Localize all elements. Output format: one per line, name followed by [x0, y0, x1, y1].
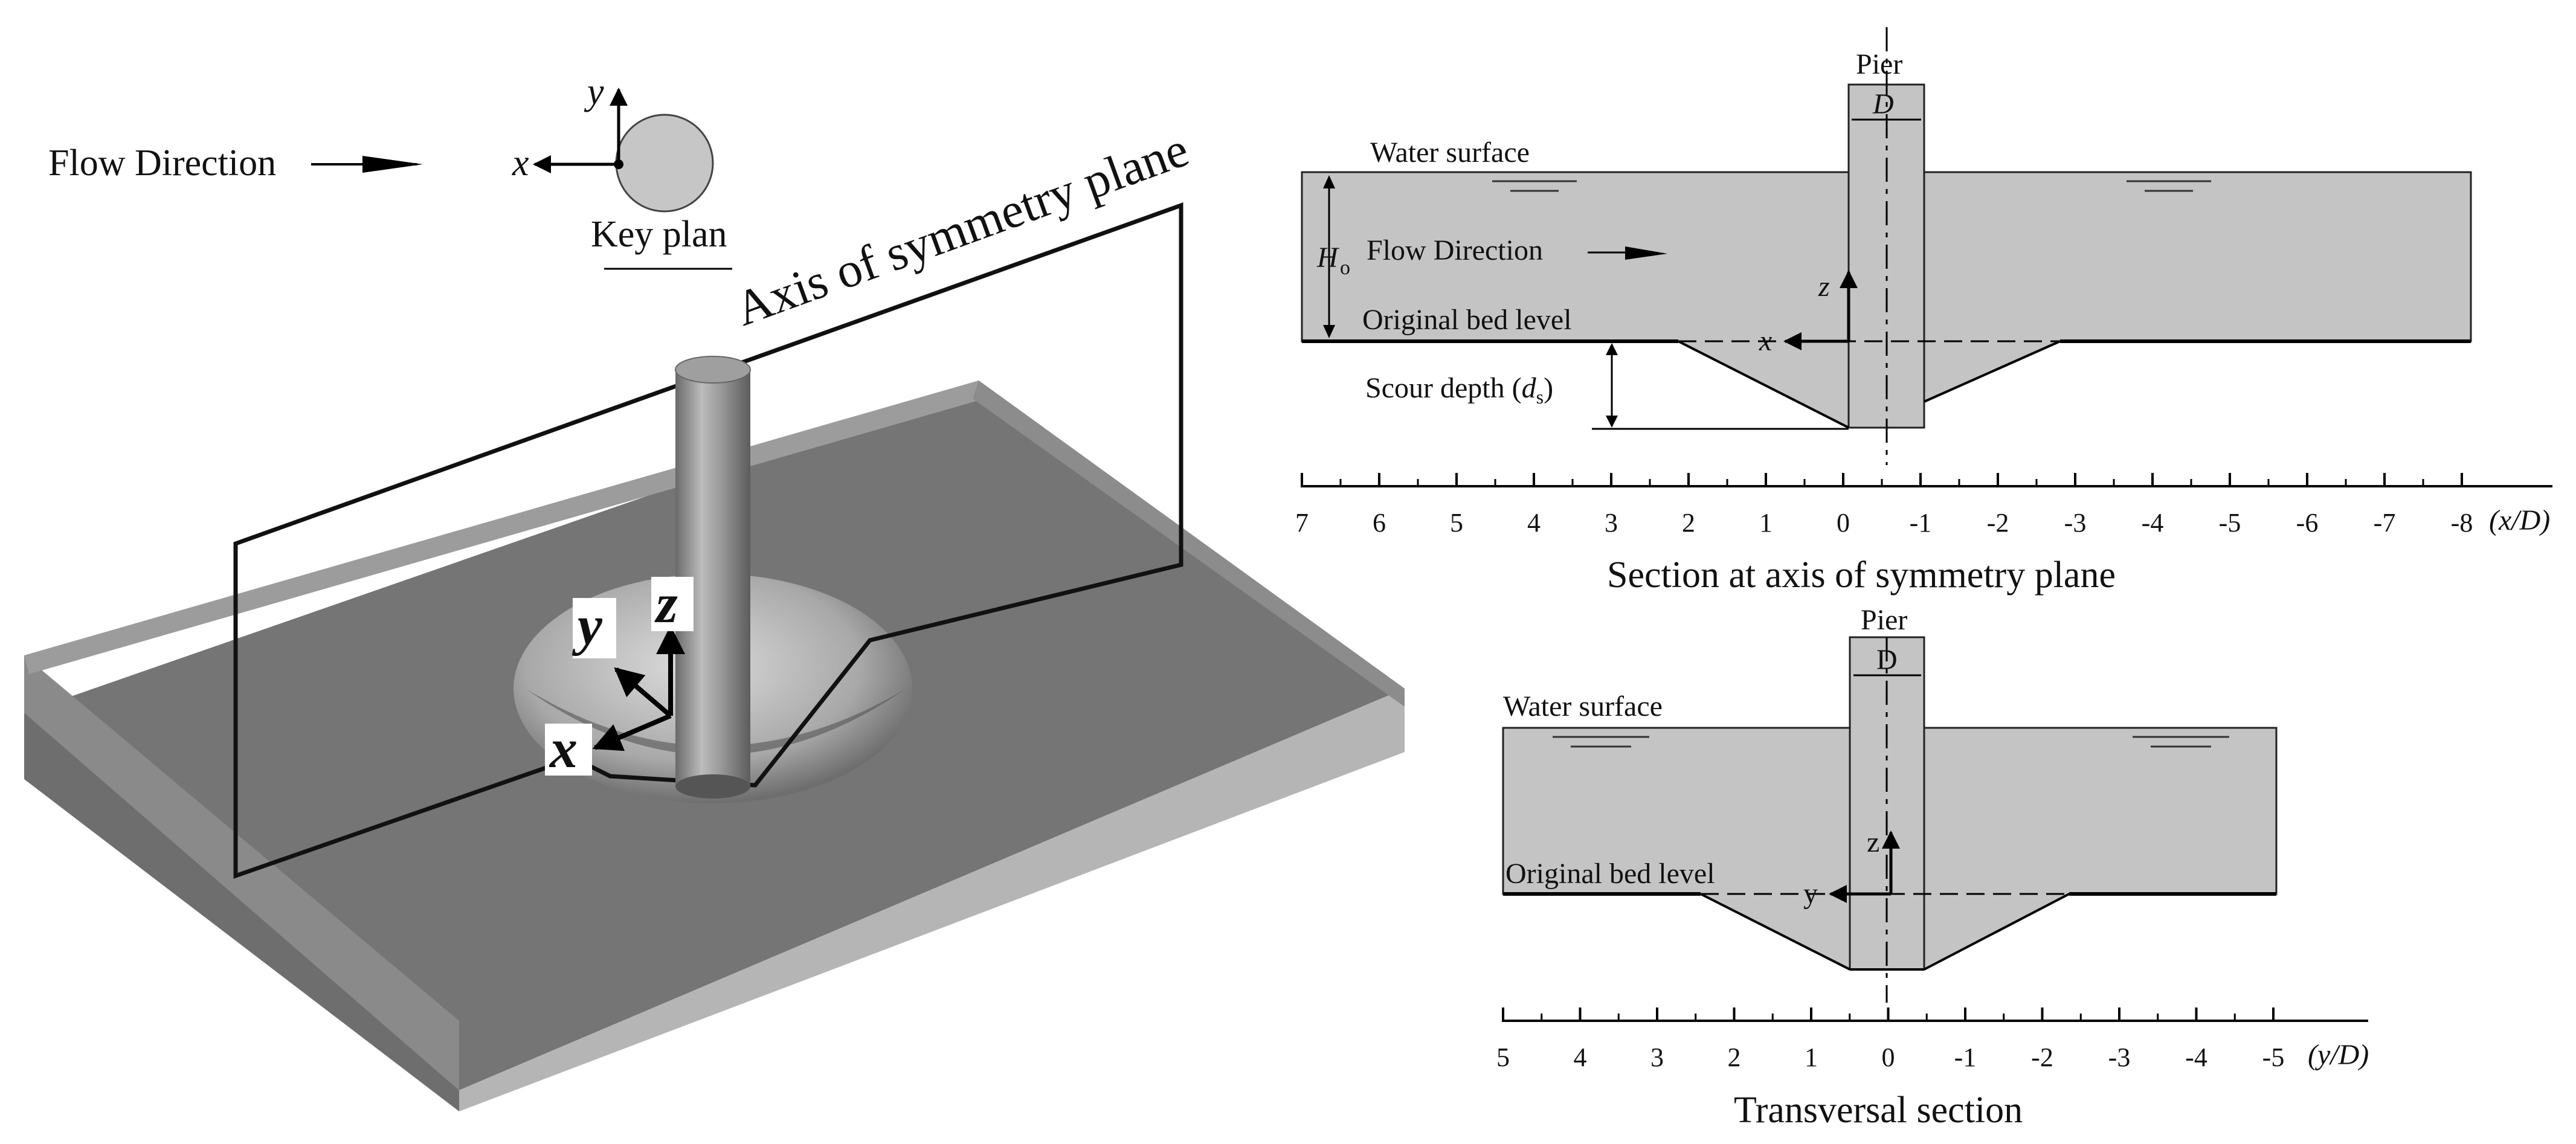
flume-front-face [459, 689, 1405, 1111]
flume-right-rim [973, 381, 1405, 707]
symmetry-depth-arrow-bottom [1323, 325, 1335, 338]
symmetry-x-label: x [1759, 325, 1772, 357]
symmetry-scale-tick-label: -7 [2374, 508, 2396, 538]
transversal-z-label: z [1867, 826, 1879, 858]
transversal-scour-slope-left [1700, 893, 1850, 971]
flow-direction-arrowhead [362, 156, 423, 173]
symmetry-scale-tick-label: -6 [2296, 508, 2319, 538]
symmetry-water-surface-label: Water surface [1370, 137, 1530, 169]
symmetry-scale-unit: (x/D) [2489, 504, 2550, 536]
transversal-scale-ticks: 5 4 3 2 1 0 -1 -2 -3 -4 -5 [1496, 1007, 2284, 1072]
flow-direction-label: Flow Direction [48, 143, 276, 184]
symmetry-scour-arrow-top [1606, 343, 1618, 355]
symmetry-scale-tick-label: -1 [1910, 508, 1932, 538]
key-plan: y x Key plan [512, 71, 732, 270]
symmetry-scale-tick-label: 4 [1527, 508, 1541, 538]
symmetry-scale-tick-label: -5 [2219, 508, 2241, 538]
axis-z-label-box [651, 577, 694, 631]
key-plan-x-label: x [512, 143, 529, 184]
transversal-scale-tick-label: 4 [1574, 1043, 1587, 1072]
transversal-scale-tick-label: 0 [1882, 1043, 1895, 1072]
transversal-y-label: y [1803, 878, 1818, 910]
section-symmetry: Pier D Water surface H o Flow Direction … [1295, 27, 2552, 596]
key-plan-pier-circle [615, 114, 714, 213]
transversal-scale-tick-label: -1 [1954, 1043, 1977, 1072]
symmetry-scale-tick-label: -3 [2064, 508, 2087, 538]
pier-cylinder-base [675, 774, 750, 799]
transversal-scale-tick-label: -2 [2031, 1043, 2053, 1072]
symmetry-scale-tick-label: -8 [2451, 508, 2473, 538]
symmetry-scale-tick-label: 7 [1295, 508, 1309, 538]
3d-view: Flow Direction y x Key plan Axis of symm… [24, 71, 1405, 1111]
symmetry-scale-tick-label: 2 [1682, 508, 1695, 538]
flume-left-face-lower [24, 713, 459, 1111]
symmetry-scale-tick-label: 5 [1450, 508, 1463, 538]
transversal-scale-tick-label: -4 [2185, 1043, 2207, 1072]
transversal-bed-level-label: Original bed level [1505, 858, 1715, 890]
transversal-caption: Transversal section [1734, 1090, 2023, 1131]
symmetry-scale-tick-label: -4 [2142, 508, 2164, 538]
transversal-scale-tick-label: 3 [1650, 1043, 1664, 1072]
symmetry-depth-subscript: o [1340, 257, 1350, 279]
symmetry-scour-slope-right [1924, 340, 2061, 403]
transversal-pier-label: Pier [1861, 604, 1907, 636]
key-plan-y-label: y [584, 71, 604, 112]
transversal-scale-tick-label: 5 [1496, 1043, 1510, 1072]
symmetry-pier-label: Pier [1856, 48, 1902, 80]
pier-cylinder-top [675, 356, 751, 384]
symmetry-scale-tick-label: 1 [1759, 508, 1773, 538]
symmetry-scour-slope-left [1678, 340, 1849, 429]
axis-x-label: x [549, 718, 578, 779]
axis-y-label-box [573, 598, 616, 658]
symmetry-scale-tick-label: -2 [1987, 508, 2009, 538]
symmetry-scale-tick-label: 0 [1837, 508, 1850, 538]
key-plan-origin [614, 159, 623, 169]
symmetry-depth-symbol: H [1316, 242, 1339, 274]
key-plan-title: Key plan [591, 214, 727, 255]
symmetry-flow-arrowhead [1625, 246, 1667, 260]
transversal-scale-tick-label: 1 [1805, 1043, 1818, 1072]
symmetry-flow-direction-label: Flow Direction [1367, 234, 1543, 266]
symmetry-scale-tick-label: 6 [1373, 508, 1386, 538]
transversal-scale-unit: (y/D) [2308, 1039, 2369, 1071]
axis-x-label-box [545, 724, 592, 776]
symmetry-scale-ticks: 7 6 5 4 3 2 1 0 -1 -2 -3 -4 -5 -6 -7 -8 [1295, 473, 2473, 538]
symmetry-plane-outline [233, 202, 1183, 879]
axis-z-label: z [654, 573, 678, 634]
symmetry-depth-arrow-top [1323, 175, 1335, 188]
transversal-scale-tick-label: 2 [1728, 1043, 1741, 1072]
symmetry-scour-label: Scour depth (ds) [1365, 372, 1553, 408]
transversal-water-surface-label: Water surface [1503, 690, 1663, 722]
transversal-pier-width-symbol: D [1876, 644, 1898, 676]
axis-y-arrow [614, 667, 672, 718]
symmetry-scour-arrow-bottom [1606, 416, 1618, 428]
symmetry-plane-label: Axis of symmetry plane [728, 121, 1196, 336]
axis-x-arrow [592, 713, 672, 751]
transversal-scale-tick-label: -3 [2108, 1043, 2131, 1072]
transversal-scale-tick-label: -5 [2262, 1043, 2285, 1072]
symmetry-pier-width-symbol: D [1872, 88, 1894, 120]
transversal-scour-slope-right [1924, 893, 2070, 971]
symmetry-scale-tick-label: 3 [1605, 508, 1618, 538]
symmetry-bed-level-label: Original bed level [1362, 304, 1572, 336]
symmetry-caption: Section at axis of symmetry plane [1607, 554, 2116, 596]
symmetry-z-label: z [1818, 271, 1830, 303]
section-transversal: Pier D Water surface Original bed level … [1496, 604, 2369, 1131]
